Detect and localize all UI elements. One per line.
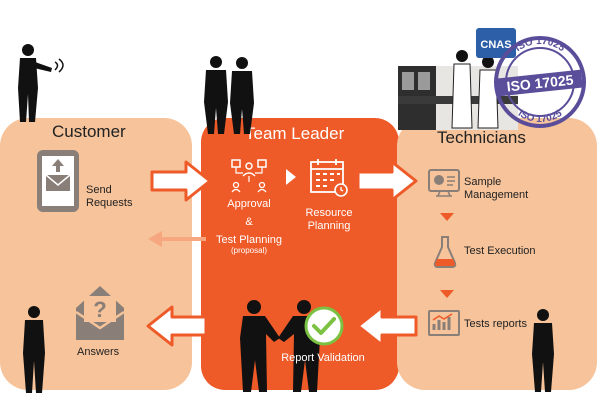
resource-planning-label: Resource Planning (302, 207, 356, 233)
resource-planning-text: Resource Planning (305, 207, 353, 232)
customer-walking-silhouette-icon (23, 306, 45, 393)
stamp-main-text: ISO 17025 (506, 72, 574, 95)
test-execution-label: Test Execution (464, 245, 536, 257)
approval-label: Approval (227, 198, 271, 210)
check-circle-icon (304, 306, 344, 346)
stamp-arc-top-path: ISO 17025 (513, 36, 567, 54)
flask-icon (433, 236, 457, 268)
down-arrow-1-icon (440, 213, 454, 221)
technician-silhouette-icon (532, 309, 554, 392)
iso-accreditation-stamp-icon: CNAS ISO 17025 ISO 17025 ISO 17025 (476, 28, 586, 128)
arrow-technicians-to-leader-icon (356, 305, 418, 347)
ampersand-label: & (245, 216, 253, 228)
arrow-leader-to-customer-icon (146, 305, 208, 347)
svg-text:?: ? (93, 297, 106, 322)
team-leader-title: Team Leader (245, 124, 345, 143)
team-leader-silhouette-icon (204, 56, 254, 134)
customer-silhouette-icon (18, 44, 64, 122)
stamp-arc-top-text: ISO 17025 (513, 36, 567, 54)
test-planning-label: Test Planning (215, 234, 283, 246)
stamp-arc-bottom-text: ISO 17025 (516, 108, 564, 125)
tests-reports-label: Tests reports (464, 318, 527, 330)
tests-reports-icon (428, 310, 460, 336)
down-arrow-2-icon (440, 290, 454, 298)
sample-management-text: Sample Management (464, 176, 529, 201)
technicians-panel (397, 118, 597, 390)
stamp-arc-bottom-path: ISO 17025 (516, 108, 564, 125)
arrow-faded-left-icon (148, 231, 206, 247)
arrow-customer-to-leader-icon (150, 160, 212, 202)
answers-label: Answers (77, 346, 120, 358)
calendar-icon (310, 159, 348, 197)
sample-management-icon (428, 169, 460, 197)
chevron-right-icon (286, 169, 296, 185)
arrow-leader-to-technicians-icon (356, 160, 418, 202)
send-requests-label: Send Requests (86, 184, 132, 210)
report-validation-label: Report Validation (281, 352, 365, 364)
proposal-label: (proposal) (230, 246, 267, 255)
cnas-text: CNAS (480, 39, 511, 51)
answers-envelope-icon: ? (75, 286, 125, 340)
tablet-mail-icon (37, 150, 79, 212)
approval-org-chart-icon (231, 159, 267, 193)
technicians-title: Technicians (437, 128, 526, 147)
send-requests-text: Send Requests (86, 184, 133, 209)
customer-title: Customer (52, 122, 126, 141)
sample-management-label: Sample Management (464, 176, 528, 202)
